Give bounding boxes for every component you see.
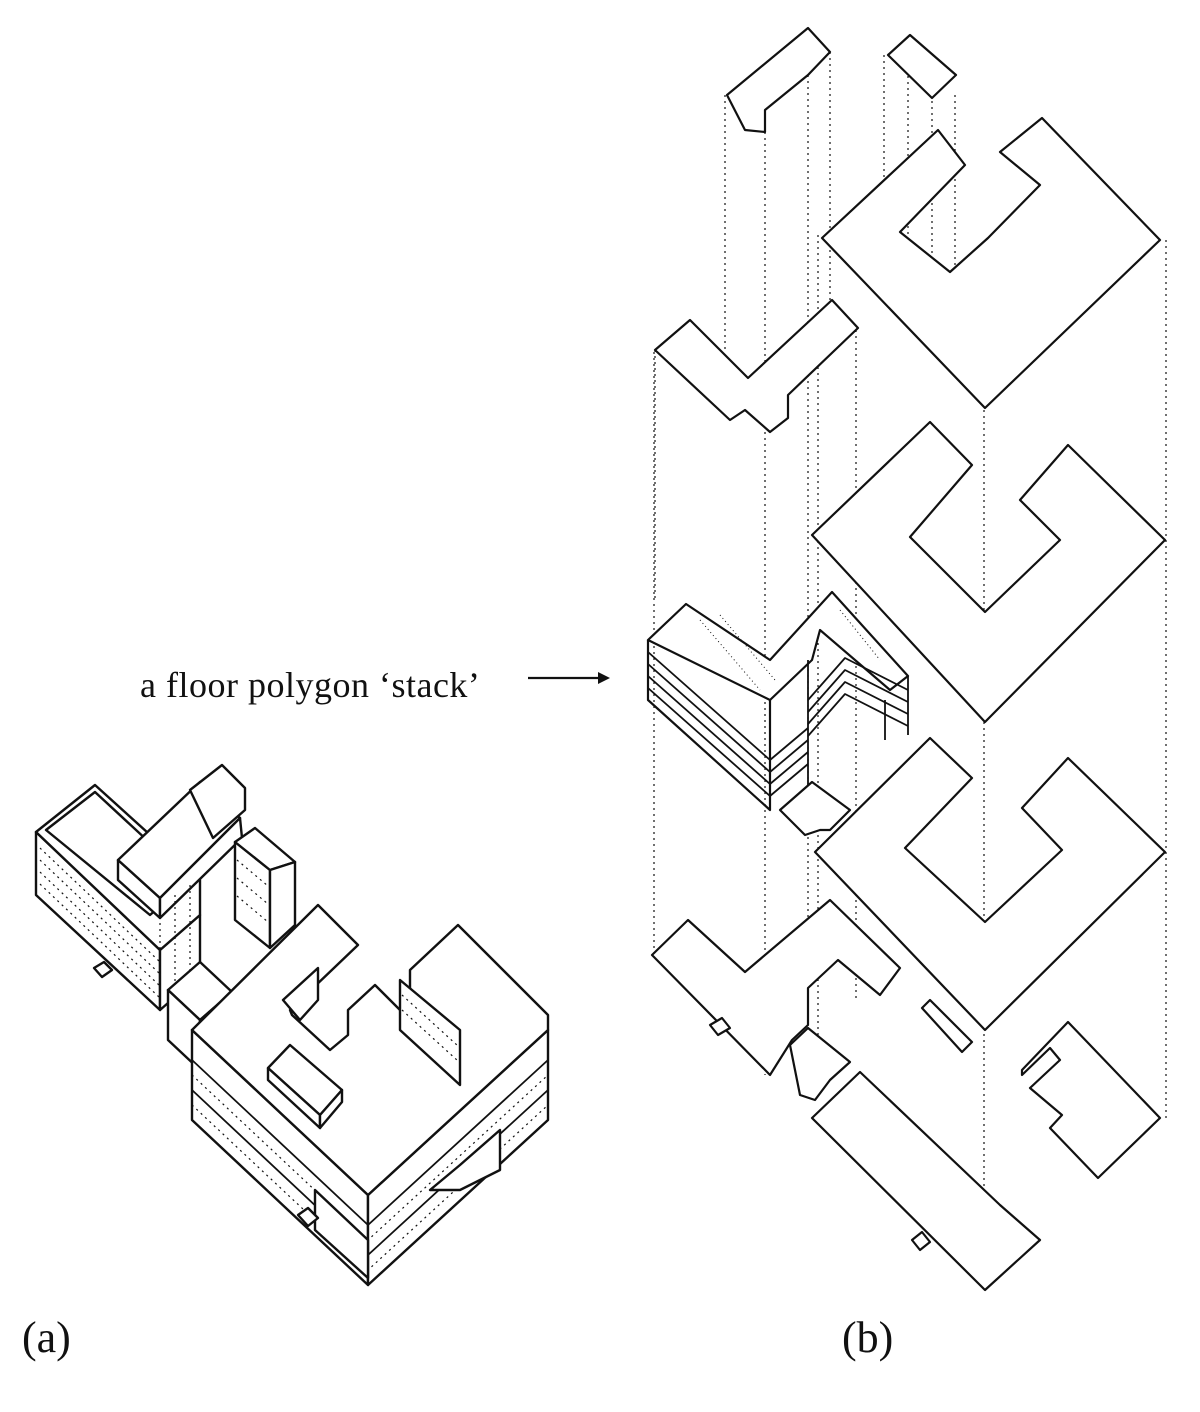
ground-floor-west [652,900,972,1250]
floor-polygon-stack [648,592,908,1100]
u-floor-2 [815,738,1165,1030]
west-tower-outline [655,300,858,600]
u-floor-3 [812,422,1165,722]
main-u-block [192,905,548,1285]
panel-b-exploded-floors [648,28,1166,1290]
panel-a-building-model [36,765,548,1285]
u-floor-4 [822,118,1160,408]
annotation-arrow [526,672,610,684]
roof-polygons [727,28,956,132]
stack-annotation-label: a floor polygon ‘stack’ [140,665,481,705]
panel-b-caption: (b) [842,1313,894,1362]
north-upper-block [118,765,245,918]
u-floor-1 [812,1022,1160,1290]
courtyard-back-wing [160,828,295,990]
panel-a-caption: (a) [22,1313,71,1362]
